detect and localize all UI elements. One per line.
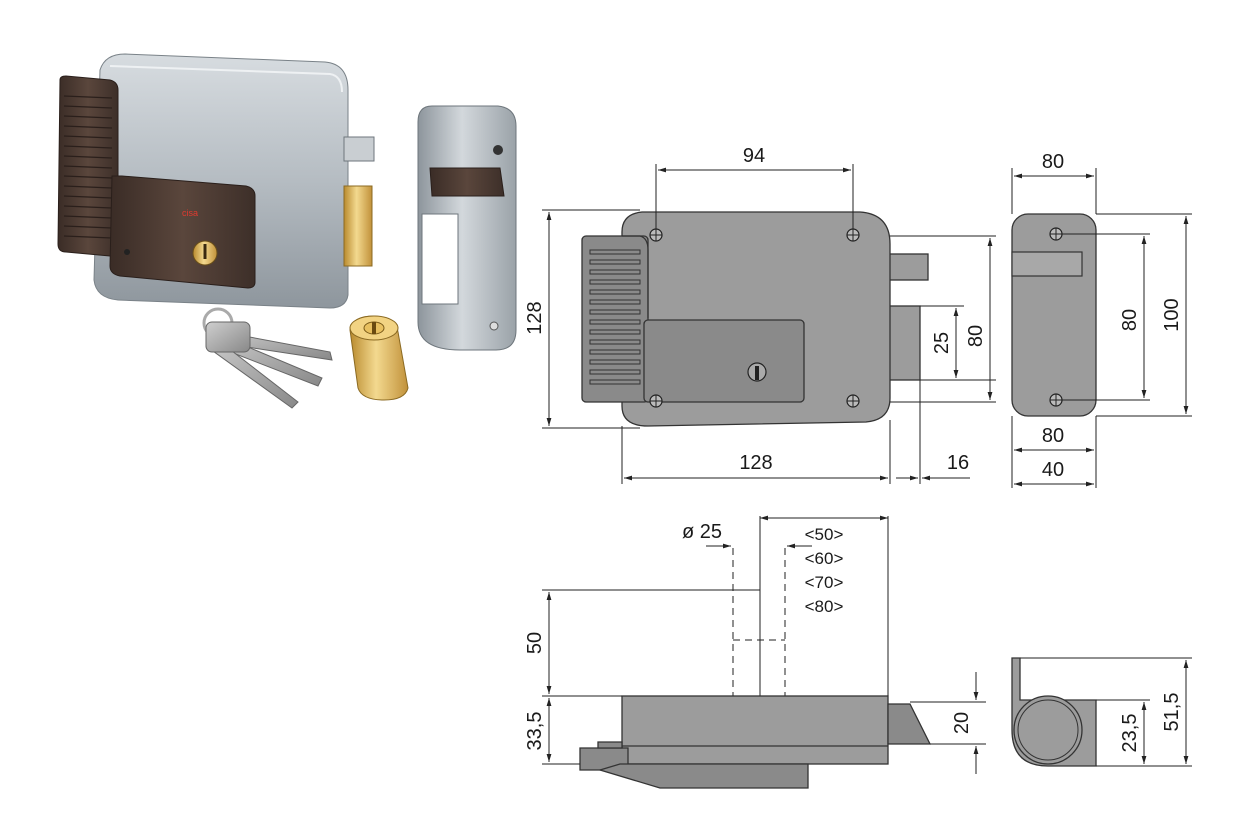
latch-bolt (343, 136, 375, 162)
top-view-drawing (579, 516, 932, 789)
dead-bolt (343, 185, 373, 267)
lock-photo: cisa (57, 53, 375, 309)
cylinder-cover (109, 175, 256, 289)
dim-80-top: 80 (1042, 151, 1064, 173)
dim-25: 25 (931, 332, 953, 354)
front-view-dimensions: 94 128 128 25 80 16 (524, 145, 996, 484)
dim-100: 100 (1161, 298, 1183, 331)
cylinder-option-50: <50> (805, 525, 844, 544)
dim-16: 16 (947, 452, 969, 474)
dim-80-holes: 80 (1119, 309, 1141, 331)
keeper-side-dimensions: 23,5 51,5 (1020, 657, 1192, 767)
dim-23-5: 23,5 (1119, 714, 1141, 753)
cover-ribs (63, 95, 113, 239)
keeper-side-drawing (1011, 657, 1097, 767)
dim-51-5: 51,5 (1161, 693, 1183, 732)
side-view-dimensions: 80 80 100 80 40 (1011, 151, 1192, 488)
brass-cylinder-photo (349, 315, 409, 401)
brand-logo: cisa (182, 208, 198, 218)
dim-128-height: 128 (524, 301, 546, 334)
dim-128-width: 128 (739, 452, 772, 474)
cylinder-option-60: <60> (805, 549, 844, 568)
dim-20: 20 (951, 712, 973, 734)
keys-photo (202, 307, 333, 409)
dim-80-bottom: 80 (1042, 425, 1064, 447)
dim-50: 50 (524, 632, 546, 654)
cover-ribs-drawing (589, 249, 641, 385)
dim-diameter-25: ø 25 (682, 521, 722, 543)
top-view-dimensions: ø 25 <50> <60> <70> <80> 50 33,5 20 (524, 515, 986, 774)
dim-94: 94 (743, 145, 765, 167)
dim-80-latch: 80 (965, 325, 987, 347)
cylinder-option-80: <80> (805, 597, 844, 616)
dim-40: 40 (1042, 459, 1064, 481)
keeper-photo (417, 105, 517, 351)
dim-33-5: 33,5 (524, 712, 546, 751)
side-view-drawing (1011, 213, 1097, 417)
cylinder-option-70: <70> (805, 573, 844, 592)
front-view-drawing (581, 211, 929, 427)
